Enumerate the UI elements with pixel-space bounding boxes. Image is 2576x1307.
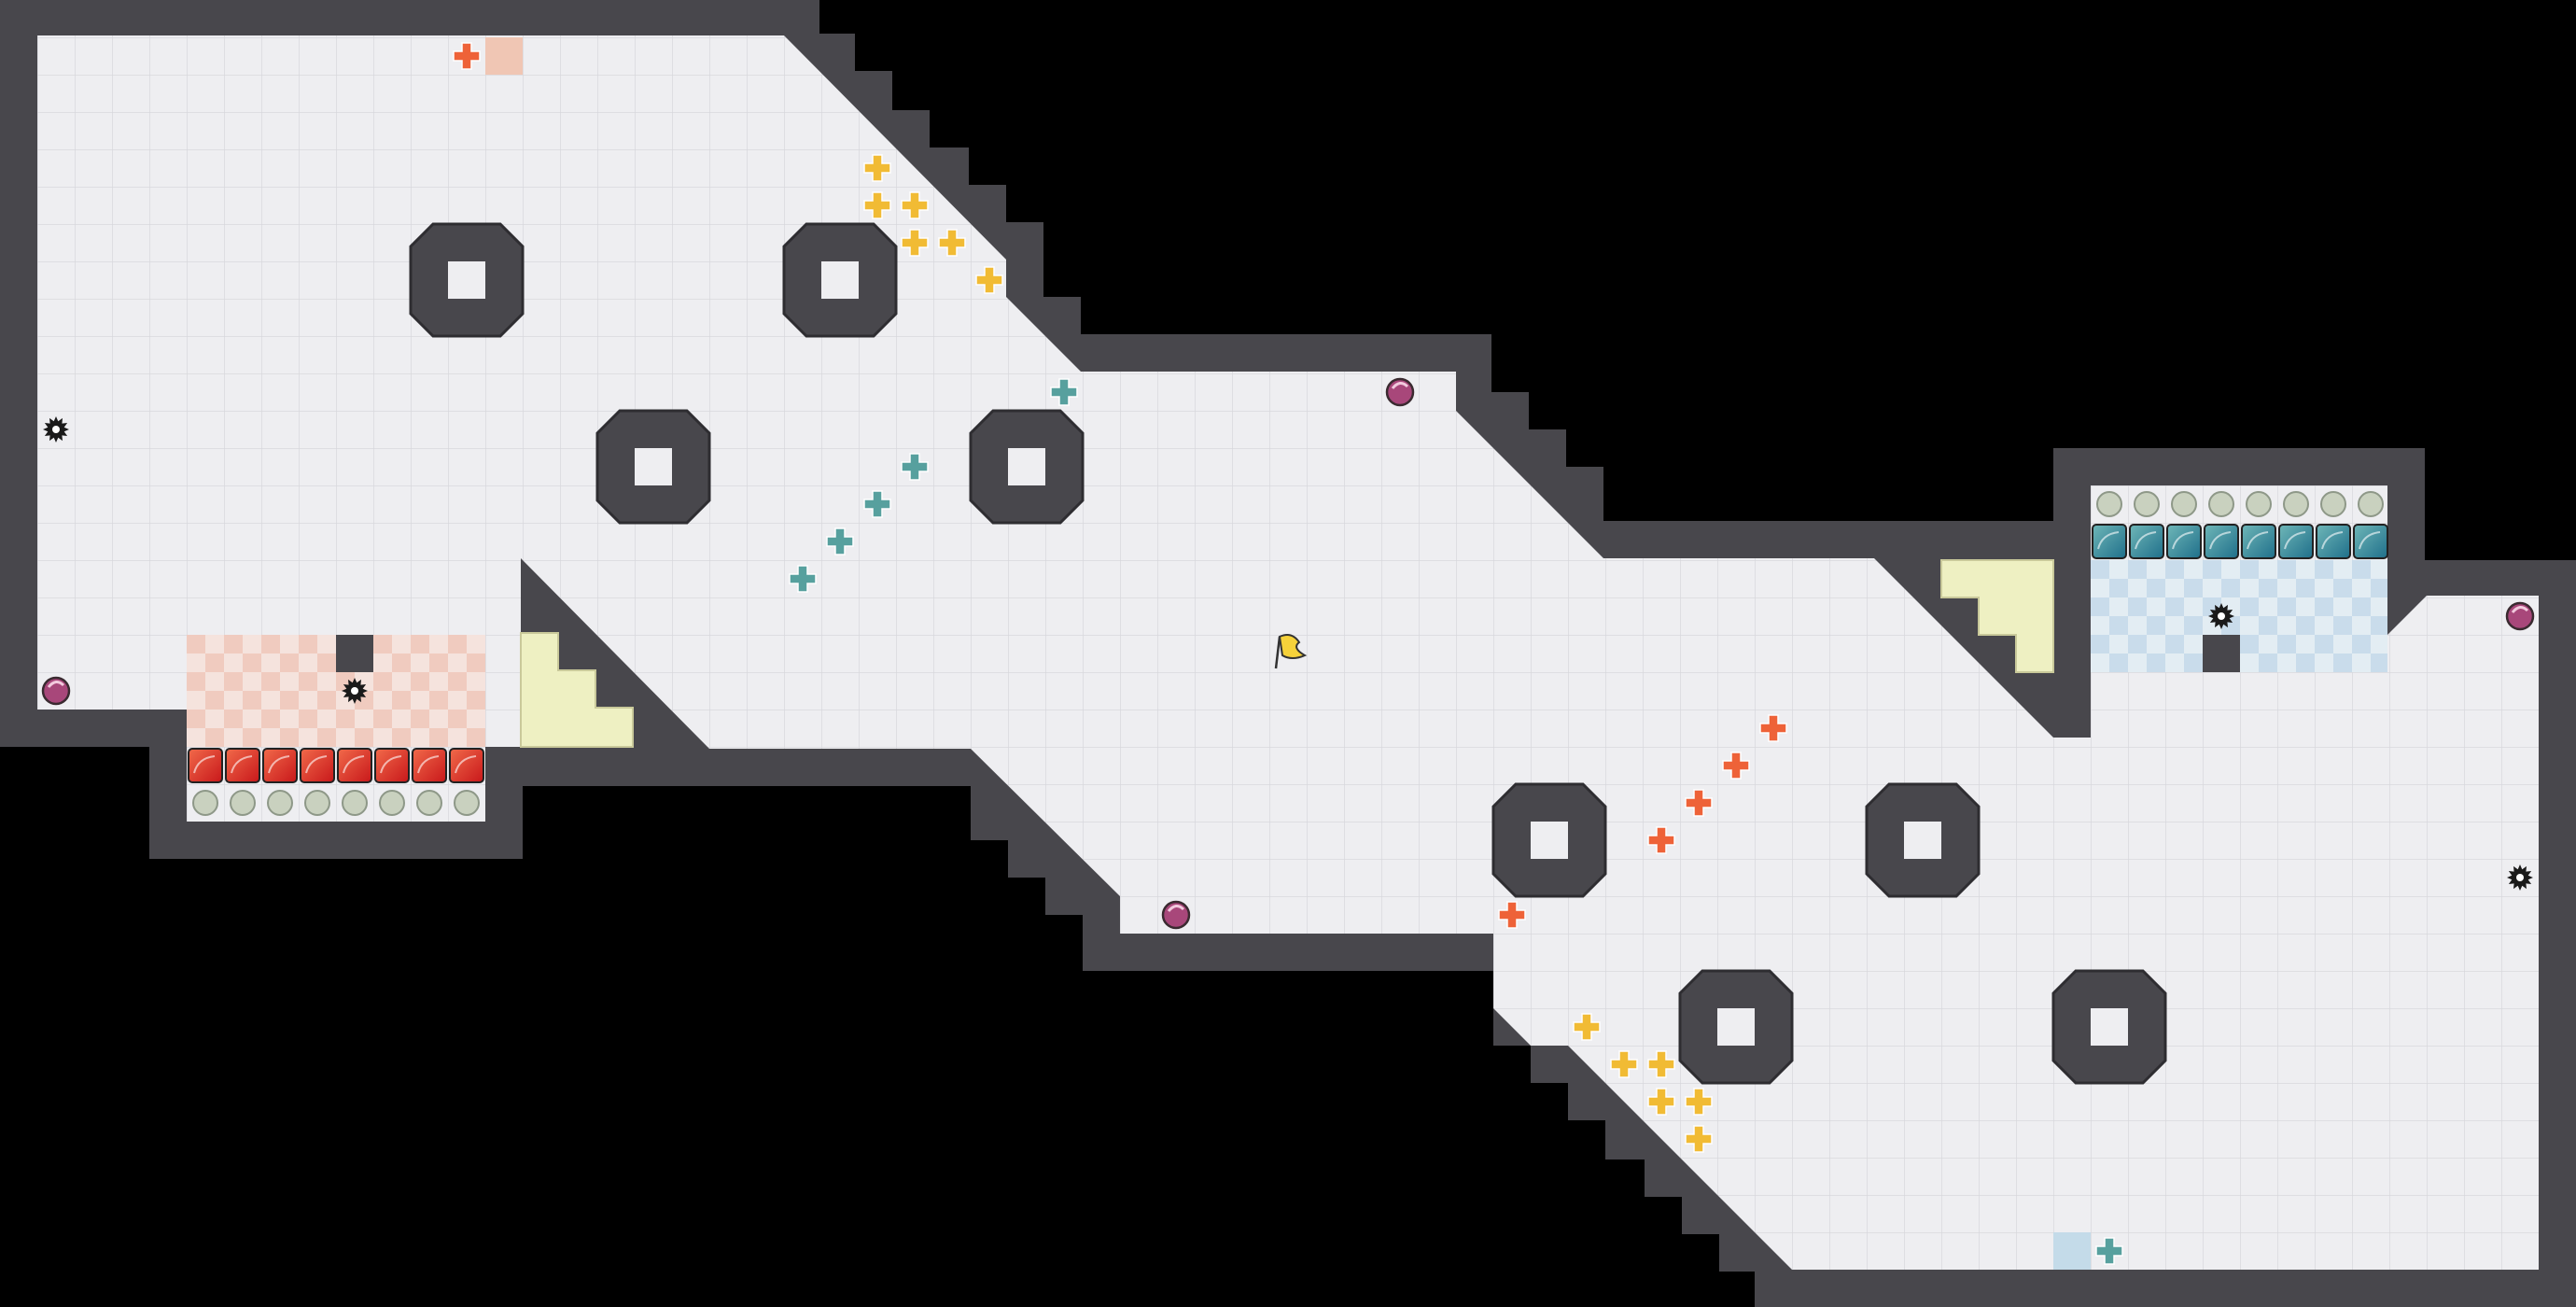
blue-boost-icon[interactable]	[826, 527, 854, 555]
neutral-boost-icon[interactable]	[1685, 1125, 1713, 1153]
octagon-pillar	[782, 222, 898, 338]
blue-boost-icon[interactable]	[2095, 1237, 2123, 1265]
button-icon[interactable]	[192, 790, 218, 816]
red-boost-icon[interactable]	[453, 42, 481, 70]
yellow-gate-left	[520, 632, 634, 748]
octagon-pillar	[1678, 969, 1794, 1085]
spike-icon	[2507, 864, 2533, 891]
blue-bomb-icon[interactable]	[2129, 524, 2164, 559]
blue-bomb-icon[interactable]	[2353, 524, 2388, 559]
blue-bomb-icon[interactable]	[2278, 524, 2314, 559]
portal-icon[interactable]	[41, 676, 71, 706]
blue-boost-icon[interactable]	[863, 490, 891, 518]
portal-icon[interactable]	[1385, 377, 1415, 407]
octagon-pillar	[969, 409, 1085, 525]
octagon-pillar	[2051, 969, 2167, 1085]
button-icon[interactable]	[2096, 491, 2122, 517]
button-icon[interactable]	[2246, 491, 2272, 517]
blue-boost-icon[interactable]	[901, 453, 929, 481]
button-icon[interactable]	[2283, 491, 2309, 517]
button-icon[interactable]	[304, 790, 330, 816]
neutral-boost-icon[interactable]	[975, 266, 1003, 294]
flag-icon[interactable]	[1274, 634, 1308, 669]
portal-icon[interactable]	[1161, 900, 1191, 930]
red-bomb-icon[interactable]	[412, 748, 447, 783]
red-bomb-icon[interactable]	[374, 748, 410, 783]
blue-bomb-icon[interactable]	[2316, 524, 2351, 559]
red-spawn-tile	[485, 37, 523, 75]
blue-boost-icon[interactable]	[1050, 378, 1078, 406]
button-icon[interactable]	[2358, 491, 2384, 517]
neutral-boost-icon[interactable]	[901, 191, 929, 219]
spike-icon	[43, 416, 69, 443]
button-icon[interactable]	[342, 790, 368, 816]
button-icon[interactable]	[379, 790, 405, 816]
octagon-walls	[409, 222, 2167, 1085]
neutral-boost-icon[interactable]	[1647, 1088, 1675, 1116]
red-bomb-icon[interactable]	[262, 748, 298, 783]
red-boost-icon[interactable]	[1498, 901, 1526, 929]
neutral-boost-icon[interactable]	[1647, 1050, 1675, 1078]
neutral-boost-icon[interactable]	[1685, 1088, 1713, 1116]
button-icon[interactable]	[454, 790, 480, 816]
blue-bomb-icon[interactable]	[2204, 524, 2239, 559]
neutral-boost-icon[interactable]	[1610, 1050, 1638, 1078]
boosts	[453, 42, 2123, 1265]
red-boost-icon[interactable]	[1685, 789, 1713, 817]
octagon-pillar	[1491, 782, 1607, 898]
blue-spawn-tile	[2053, 1232, 2091, 1270]
blue-bomb-icon[interactable]	[2166, 524, 2202, 559]
red-bomb-icon[interactable]	[449, 748, 484, 783]
red-boost-icon[interactable]	[1759, 714, 1787, 742]
blue-boost-icon[interactable]	[789, 565, 817, 593]
blue-bomb-icon[interactable]	[2241, 524, 2276, 559]
neutral-boost-icon[interactable]	[901, 229, 929, 257]
red-bomb-icon[interactable]	[225, 748, 260, 783]
button-icon[interactable]	[2320, 491, 2346, 517]
spike-icon	[342, 678, 368, 704]
portals	[41, 377, 2535, 930]
red-boost-icon[interactable]	[1722, 752, 1750, 780]
red-bomb-icon[interactable]	[300, 748, 335, 783]
button-icon[interactable]	[2134, 491, 2160, 517]
red-base-block	[336, 635, 373, 672]
base-rows	[188, 491, 2388, 816]
neutral-boost-icon[interactable]	[863, 154, 891, 182]
neutral-boost-icon[interactable]	[1573, 1013, 1601, 1041]
button-icon[interactable]	[2171, 491, 2197, 517]
red-bomb-icon[interactable]	[188, 748, 223, 783]
button-icon[interactable]	[416, 790, 442, 816]
spike-icon	[2208, 603, 2234, 629]
button-icon[interactable]	[2208, 491, 2234, 517]
neutral-boost-icon[interactable]	[863, 191, 891, 219]
neutral-boost-icon[interactable]	[938, 229, 966, 257]
button-icon[interactable]	[230, 790, 256, 816]
portal-icon[interactable]	[2505, 601, 2535, 631]
yellow-gate-right	[1940, 559, 2054, 673]
red-bomb-icon[interactable]	[337, 748, 372, 783]
octagon-pillar	[409, 222, 525, 338]
button-icon[interactable]	[267, 790, 293, 816]
blue-base-block	[2203, 635, 2240, 672]
blue-bomb-icon[interactable]	[2092, 524, 2127, 559]
octagon-pillar	[1865, 782, 1981, 898]
spikes	[43, 416, 2533, 891]
octagon-pillar	[595, 409, 711, 525]
red-boost-icon[interactable]	[1647, 826, 1675, 854]
